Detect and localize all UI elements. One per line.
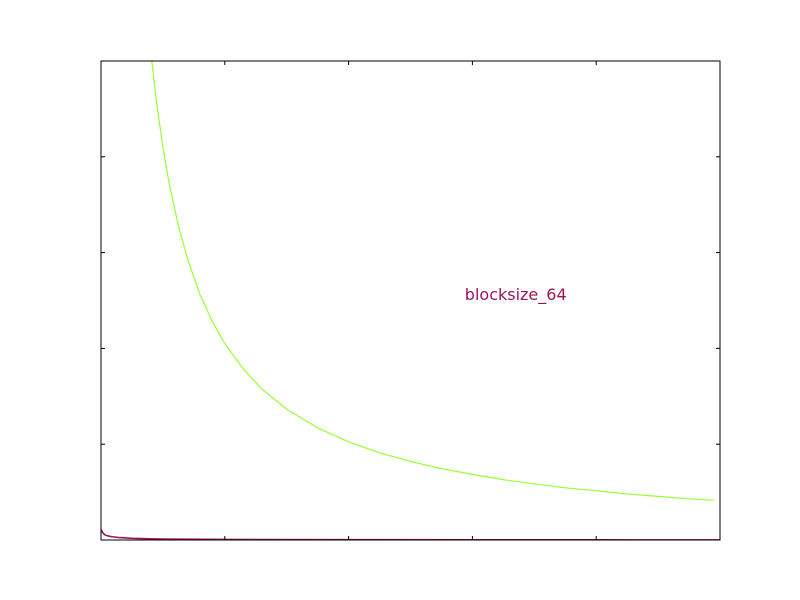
series-line-1 <box>101 529 720 540</box>
annotation-layer: blocksize_64 <box>465 285 567 305</box>
series-layer <box>101 61 720 540</box>
axes-layer <box>100 60 721 541</box>
series-line-0 <box>151 61 714 501</box>
annotation-label-0: blocksize_64 <box>465 285 567 305</box>
plot-frame <box>100 60 721 541</box>
